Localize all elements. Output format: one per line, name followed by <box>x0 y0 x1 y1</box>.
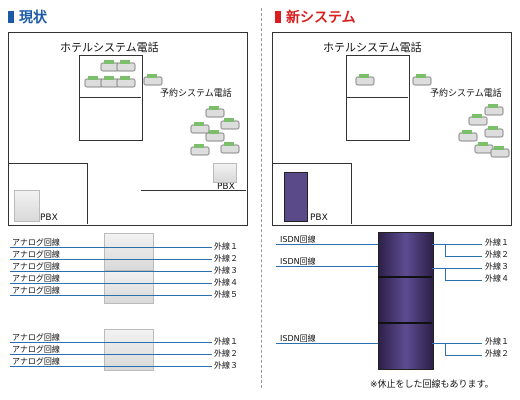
outside-line-label: 外線２ <box>214 349 238 358</box>
header-mark <box>275 11 281 23</box>
outside-line-label: 外線１ <box>214 337 238 346</box>
outside-line-label: 外線１ <box>214 242 238 251</box>
phone-icon <box>205 130 225 142</box>
line-connector <box>276 266 378 267</box>
pbx-rack-icon <box>284 172 308 222</box>
outside-line-label: 外線４ <box>485 274 509 283</box>
room-divider <box>79 97 141 98</box>
phone-icon <box>220 118 240 130</box>
line-connector <box>432 244 482 245</box>
hotel-phone-label: ホテルシステム電話 <box>60 41 159 54</box>
rack-divider <box>378 276 432 278</box>
room-hotel <box>346 55 410 141</box>
pbx-device-icon <box>104 233 154 271</box>
line-connector <box>445 343 446 355</box>
rack-divider <box>378 322 432 324</box>
line-connector <box>10 342 212 343</box>
line-connector <box>10 271 212 272</box>
isdn-line-label: ISDN回線 <box>280 334 316 343</box>
phone-icon <box>484 104 504 116</box>
note-text: ※休止をした回線もあります。 <box>370 380 494 390</box>
pbx-device-icon <box>104 329 154 371</box>
phone-icon <box>190 144 210 156</box>
line-connector <box>432 268 482 269</box>
line-connector <box>10 354 212 355</box>
outside-line-label: 外線２ <box>485 349 509 358</box>
phone-icon <box>143 74 163 86</box>
pbx-label: PBX <box>310 213 328 223</box>
pbx-rack-icon <box>378 232 434 370</box>
analog-line-label: アナログ回線 <box>12 286 60 295</box>
outside-line-label: 外線２ <box>485 250 509 259</box>
header-current-text: 現状 <box>19 10 47 26</box>
hotel-phone-label: ホテルシステム電話 <box>323 41 422 54</box>
phone-icon <box>355 74 375 86</box>
wall-line <box>87 163 88 224</box>
line-connector <box>10 283 212 284</box>
wall-line <box>351 163 352 224</box>
analog-line-label: アナログ回線 <box>12 345 60 354</box>
phone-icon <box>116 76 136 88</box>
phone-icon <box>490 146 510 158</box>
outside-line-label: 外線３ <box>214 266 238 275</box>
line-connector <box>276 343 378 344</box>
line-connector <box>10 259 212 260</box>
wall-line <box>8 163 88 164</box>
line-connector <box>445 355 482 356</box>
phone-icon <box>474 142 494 154</box>
phone-icon <box>484 126 504 138</box>
outside-line-label: 外線３ <box>214 361 238 370</box>
phone-icon <box>220 142 240 154</box>
outside-line-label: 外線４ <box>214 278 238 287</box>
pbx-device-icon <box>104 270 154 304</box>
phone-icon <box>458 130 478 142</box>
phone-icon <box>116 60 136 72</box>
wall-line <box>141 190 246 191</box>
reservation-phone-label: 予約システム電話 <box>430 89 502 99</box>
pbx-label-bottom: PBX <box>40 213 58 223</box>
isdn-line-label: ISDN回線 <box>280 235 316 244</box>
section-divider <box>261 8 262 388</box>
line-connector <box>445 280 482 281</box>
analog-line-label: アナログ回線 <box>12 262 60 271</box>
analog-line-label: アナログ回線 <box>12 274 60 283</box>
header-mark <box>8 11 14 23</box>
pbx-unit-icon <box>14 190 40 222</box>
header-new: 新システム <box>275 7 356 27</box>
reservation-phone-label: 予約システム電話 <box>160 89 232 99</box>
outside-line-label: 外線２ <box>214 254 238 263</box>
line-connector <box>10 295 212 296</box>
header-current: 現状 <box>8 7 47 27</box>
line-connector <box>276 244 378 245</box>
phone-icon <box>190 122 210 134</box>
room-divider <box>346 97 408 98</box>
outside-line-label: 外線１ <box>485 337 509 346</box>
line-connector <box>445 244 446 256</box>
phone-icon <box>412 74 432 86</box>
pbx-unit-icon <box>213 163 237 183</box>
analog-line-label: アナログ回線 <box>12 238 60 247</box>
header-new-text: 新システム <box>286 10 356 26</box>
isdn-line-label: ISDN回線 <box>280 257 316 266</box>
analog-line-label: アナログ回線 <box>12 357 60 366</box>
wall-line <box>272 163 352 164</box>
outside-line-label: 外線５ <box>214 290 238 299</box>
pbx-label-top: PBX <box>217 182 235 192</box>
line-connector <box>445 256 482 257</box>
analog-line-label: アナログ回線 <box>12 333 60 342</box>
line-connector <box>10 366 212 367</box>
outside-line-label: 外線１ <box>485 238 509 247</box>
line-connector <box>445 268 446 280</box>
analog-line-label: アナログ回線 <box>12 250 60 259</box>
line-connector <box>10 247 212 248</box>
line-connector <box>432 343 482 344</box>
outside-line-label: 外線３ <box>485 262 509 271</box>
phone-icon <box>205 106 225 118</box>
phone-icon <box>468 114 488 126</box>
